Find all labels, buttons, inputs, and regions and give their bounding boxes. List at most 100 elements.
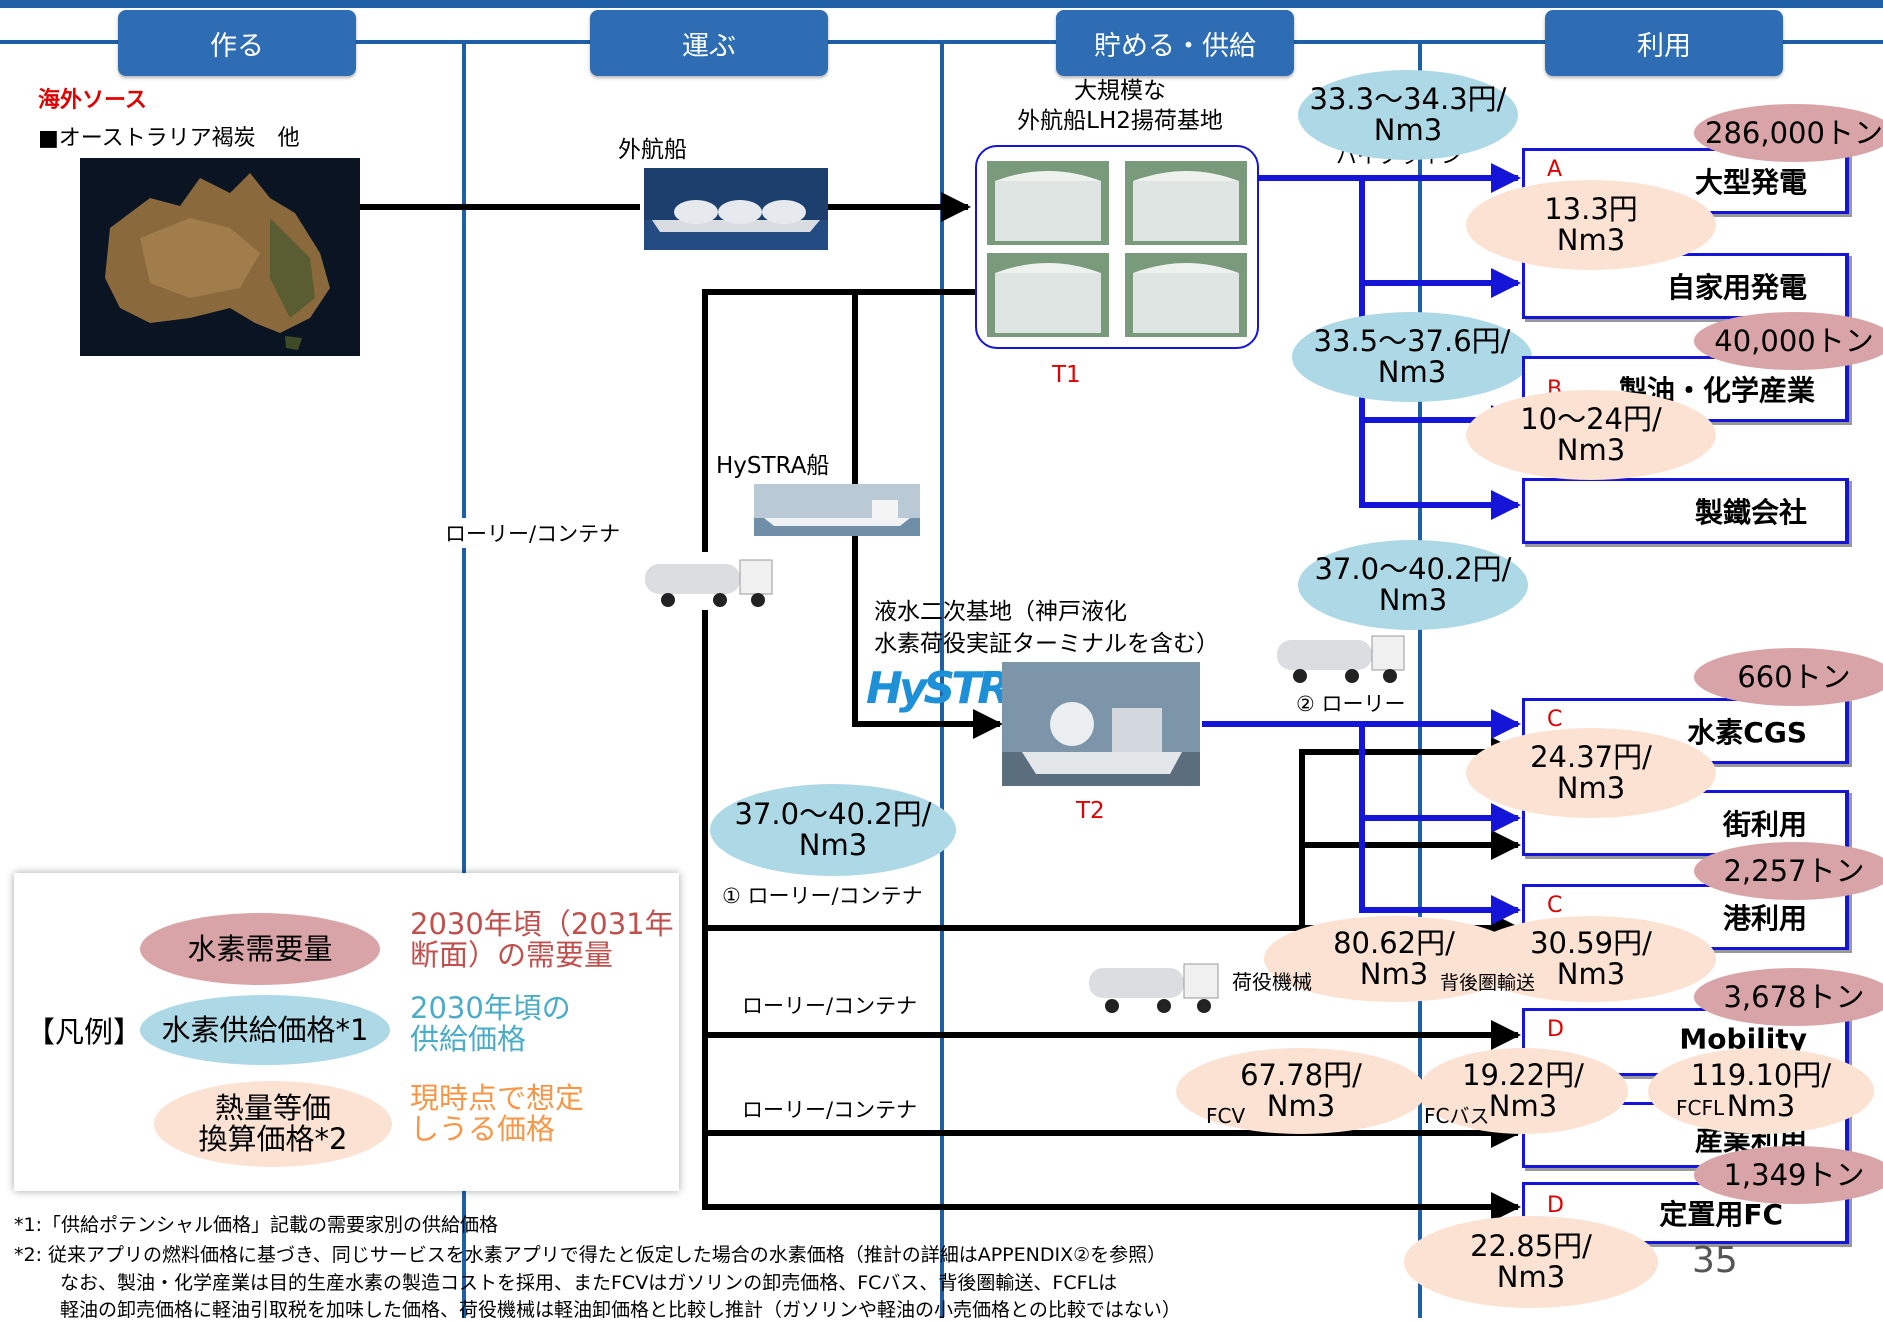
secondary-base-label: 液水二次基地（神戸液化 水素荷役実証ターミナルを含む） xyxy=(874,596,1219,660)
t2-label: T2 xyxy=(1076,798,1105,824)
column-divider-2 xyxy=(940,40,944,1318)
use-box-port-letter: C xyxy=(1547,893,1563,918)
supply-price-3: 37.0～40.2円/Nm3 xyxy=(1298,540,1528,630)
use-box-large-power-name: 大型発電 xyxy=(1694,166,1807,199)
blue-port xyxy=(1359,724,1521,925)
column-divider-3 xyxy=(1418,40,1422,1318)
terminal-box xyxy=(975,145,1259,349)
lorry-container-label: ローリー/コンテナ xyxy=(445,518,621,548)
heat-price-5: 30.59円/Nm3 xyxy=(1466,916,1716,1002)
heat-price-6-line2: Nm3 xyxy=(1266,1089,1336,1123)
cargo-handling-label: 荷役機械 xyxy=(1232,970,1312,994)
heat-price-1-line1: 13.3円 xyxy=(1544,192,1638,226)
legend-heat-ellipse: 熱量等価換算価格*2 xyxy=(154,1081,392,1167)
fc-bus-label: FCバス xyxy=(1424,1104,1490,1128)
legend-demand-desc-line2: 断面）の需要量 xyxy=(410,938,614,972)
heat-price-8-line2: Nm3 xyxy=(1726,1089,1796,1123)
legend-heat-desc-line1: 現時点で想定 xyxy=(410,1081,585,1115)
black-main-line xyxy=(702,289,1521,1222)
use-box-steel: 製鐵会社 xyxy=(1522,478,1849,544)
terminal-label-line2: 外航船LH2揚荷基地 xyxy=(1017,108,1223,134)
hystra-ship-image xyxy=(754,484,920,536)
demand-3: 660トン xyxy=(1694,648,1883,706)
heat-price-2-line1: 10～24円/ xyxy=(1520,402,1662,436)
legend-demand-ellipse: 水素需要量 xyxy=(140,913,380,985)
legend-heat-desc-line2: しうる価格 xyxy=(410,1112,556,1146)
heat-price-2: 10～24円/Nm3 xyxy=(1466,390,1716,480)
heat-price-4-line1: 80.62円/ xyxy=(1333,926,1455,960)
footnote-2-cont-1: なお、製油・化学産業は目的生産水素の製造コストを採用、またFCVはガソリンの卸売… xyxy=(60,1272,1118,1294)
source-subtitle: ■オーストラリア褐炭 他 xyxy=(38,126,300,151)
liquefied-hydrogen-terminal-image xyxy=(1002,662,1200,786)
heat-price-9: 22.85円/Nm3 xyxy=(1404,1216,1658,1308)
storage-tank-image-4 xyxy=(1125,253,1247,337)
blue-steel xyxy=(1359,178,1521,520)
legend-title: 【凡例】 xyxy=(26,1015,143,1049)
black-cgs xyxy=(1299,737,1521,928)
demand-6: 1,349トン xyxy=(1694,1146,1883,1204)
use-box-stationary-fc-name: 定置用FC xyxy=(1659,1198,1783,1231)
footnote-1: *1:「供給ポテンシャル価格」記載の需要家別の供給価格 xyxy=(14,1214,498,1236)
lorry-container-label-3: ローリー/コンテナ xyxy=(742,1098,918,1122)
heat-price-8-line1: 119.10円/ xyxy=(1690,1058,1832,1092)
heat-price-7: 19.22円/Nm3 xyxy=(1418,1048,1628,1134)
use-box-town-name: 街利用 xyxy=(1722,808,1807,841)
supply-price-1-line2: Nm3 xyxy=(1373,113,1443,147)
header-make: 作る xyxy=(118,10,356,76)
heat-price-9-line1: 22.85円/ xyxy=(1470,1229,1592,1263)
terminal-label: 大規模な 外航船LH2揚荷基地 xyxy=(990,76,1250,136)
use-box-port-name: 港利用 xyxy=(1722,902,1807,935)
use-box-mobility-letter: D xyxy=(1547,1017,1564,1042)
header-transport: 運ぶ xyxy=(590,10,828,76)
black-to-t2 xyxy=(852,292,1003,739)
demand-2: 40,000トン xyxy=(1694,312,1883,370)
header-use: 利用 xyxy=(1545,10,1783,76)
use-box-steel-name: 製鐵会社 xyxy=(1694,496,1807,529)
fcv-label: FCV xyxy=(1206,1104,1246,1128)
ocean-ship-image xyxy=(644,168,828,250)
secondary-base-line1: 液水二次基地（神戸液化 xyxy=(874,599,1127,625)
heat-price-6-line1: 67.78円/ xyxy=(1240,1058,1362,1092)
use-box-hydrogen-cgs-letter: C xyxy=(1547,707,1563,732)
heat-price-6: 67.78円/Nm3 xyxy=(1176,1048,1426,1134)
heat-price-7-line2: Nm3 xyxy=(1488,1089,1558,1123)
supply-price-4-line1: 37.0～40.2円/ xyxy=(734,797,932,831)
t1-label: T1 xyxy=(1052,362,1081,388)
lorry-image-2 xyxy=(1272,628,1412,686)
footnote-2-cont-2: 軽油の卸売価格に軽油引取税を加味した価格、荷役機械は軽油卸価格と比較し推計（ガソ… xyxy=(60,1299,1181,1321)
lorry-2-label: ② ローリー xyxy=(1296,692,1406,716)
header-store-supply: 貯める・供給 xyxy=(1056,10,1294,76)
storage-tank-image-1 xyxy=(987,161,1109,245)
legend-supply-desc-line1: 2030年頃の xyxy=(410,991,571,1025)
supply-price-4: 37.0～40.2円/Nm3 xyxy=(710,784,956,876)
legend-supply-ellipse: 水素供給価格*1 xyxy=(140,995,390,1065)
storage-tank-image-2 xyxy=(1125,161,1247,245)
fcfl-label: FCFL xyxy=(1676,1096,1725,1120)
lorry-1-label: ① ローリー/コンテナ xyxy=(722,884,923,908)
demand-4: 2,257トン xyxy=(1694,842,1883,900)
australia-map-image xyxy=(80,158,360,356)
use-box-hydrogen-cgs-name: 水素CGS xyxy=(1687,716,1807,749)
ocean-ship-label: 外航船 xyxy=(618,137,687,163)
use-box-large-power-letter: A xyxy=(1547,157,1563,182)
heat-price-7-line1: 19.22円/ xyxy=(1462,1058,1584,1092)
secondary-base-line2: 水素荷役実証ターミナルを含む） xyxy=(874,631,1219,657)
supply-price-3-line1: 37.0～40.2円/ xyxy=(1314,552,1512,586)
heat-price-5-line2: Nm3 xyxy=(1556,957,1626,991)
heat-price-3: 24.37円/Nm3 xyxy=(1466,728,1716,818)
legend-demand-desc: 2030年頃（2031年 断面）の需要量 xyxy=(410,909,674,971)
lorry-image-3 xyxy=(1084,956,1226,1016)
use-box-self-power-name: 自家用発電 xyxy=(1666,271,1807,304)
legend-heat-line1: 熱量等価 xyxy=(214,1091,331,1125)
heat-price-4-line2: Nm3 xyxy=(1359,957,1429,991)
legend-box: 【凡例】 水素需要量 2030年頃（2031年 断面）の需要量 水素供給価格*1… xyxy=(14,873,679,1191)
supply-price-2-line2: Nm3 xyxy=(1377,355,1447,389)
legend-supply-desc-line2: 供給価格 xyxy=(410,1022,527,1056)
column-divider-1 xyxy=(462,40,466,1318)
supply-price-3-line2: Nm3 xyxy=(1378,583,1448,617)
storage-tank-image-3 xyxy=(987,253,1109,337)
lorry-image-1 xyxy=(640,552,780,610)
heat-price-8: 119.10円/Nm3 xyxy=(1648,1048,1874,1134)
use-box-stationary-fc-letter: D xyxy=(1547,1193,1564,1218)
supply-price-2-line1: 33.5～37.6円/ xyxy=(1313,324,1511,358)
